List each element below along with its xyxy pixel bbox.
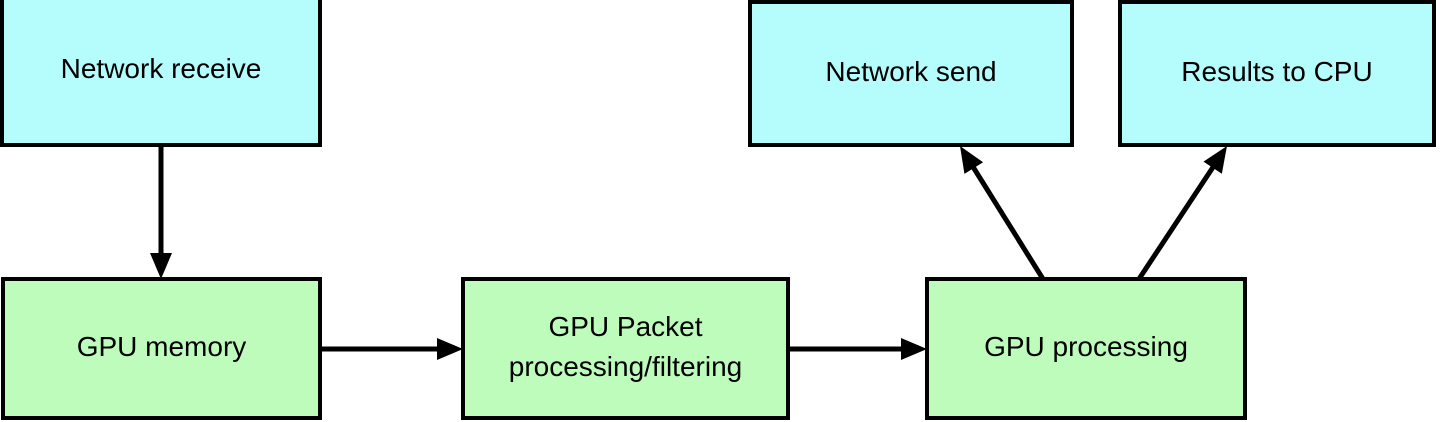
node-label-gpu-memory: GPU memory bbox=[77, 331, 247, 362]
edge-line-gpu-processing-to-results-to-cpu bbox=[1136, 160, 1219, 281]
node-network-receive[interactable]: Network receive bbox=[0, 0, 322, 147]
node-box-gpu-packet-processing bbox=[461, 277, 790, 420]
node-label-network-send: Network send bbox=[825, 56, 996, 87]
edge-receive-to-memory bbox=[150, 145, 172, 279]
node-box-results-to-cpu bbox=[1118, 0, 1436, 147]
node-label-gpu-packet-processing: GPU Packet bbox=[548, 311, 702, 342]
edge-arrowhead-packet-processing-to-gpu-processing bbox=[901, 338, 927, 360]
node-box-gpu-memory bbox=[1, 277, 322, 420]
node-box-gpu-processing bbox=[925, 277, 1247, 420]
node-label-network-receive: Network receive bbox=[61, 53, 262, 84]
node-gpu-packet-processing[interactable]: GPU Packet processing/filtering bbox=[461, 277, 790, 420]
edge-arrowhead-memory-to-packet-processing bbox=[437, 338, 463, 360]
edge-gpu-processing-to-results-to-cpu bbox=[1136, 146, 1227, 281]
edge-gpu-processing-to-network-send bbox=[960, 146, 1046, 281]
node-gpu-processing[interactable]: GPU processing bbox=[925, 277, 1247, 420]
node-label-gpu-packet-processing: processing/filtering bbox=[509, 351, 742, 382]
edge-arrowhead-gpu-processing-to-results-to-cpu bbox=[1203, 146, 1227, 174]
node-network-send[interactable]: Network send bbox=[748, 0, 1074, 147]
edge-layer bbox=[150, 145, 1227, 360]
node-gpu-memory[interactable]: GPU memory bbox=[1, 277, 322, 420]
edge-line-gpu-processing-to-network-send bbox=[967, 160, 1046, 281]
node-label-gpu-processing: GPU processing bbox=[984, 331, 1188, 362]
node-box-network-send bbox=[748, 0, 1074, 147]
node-box-network-receive bbox=[0, 0, 322, 147]
edge-arrowhead-gpu-processing-to-network-send bbox=[960, 146, 984, 174]
node-results-to-cpu[interactable]: Results to CPU bbox=[1118, 0, 1436, 147]
edge-arrowhead-receive-to-memory bbox=[150, 253, 172, 279]
edge-packet-processing-to-gpu-processing bbox=[788, 338, 927, 360]
node-label-results-to-cpu: Results to CPU bbox=[1181, 56, 1372, 87]
edge-memory-to-packet-processing bbox=[320, 338, 463, 360]
